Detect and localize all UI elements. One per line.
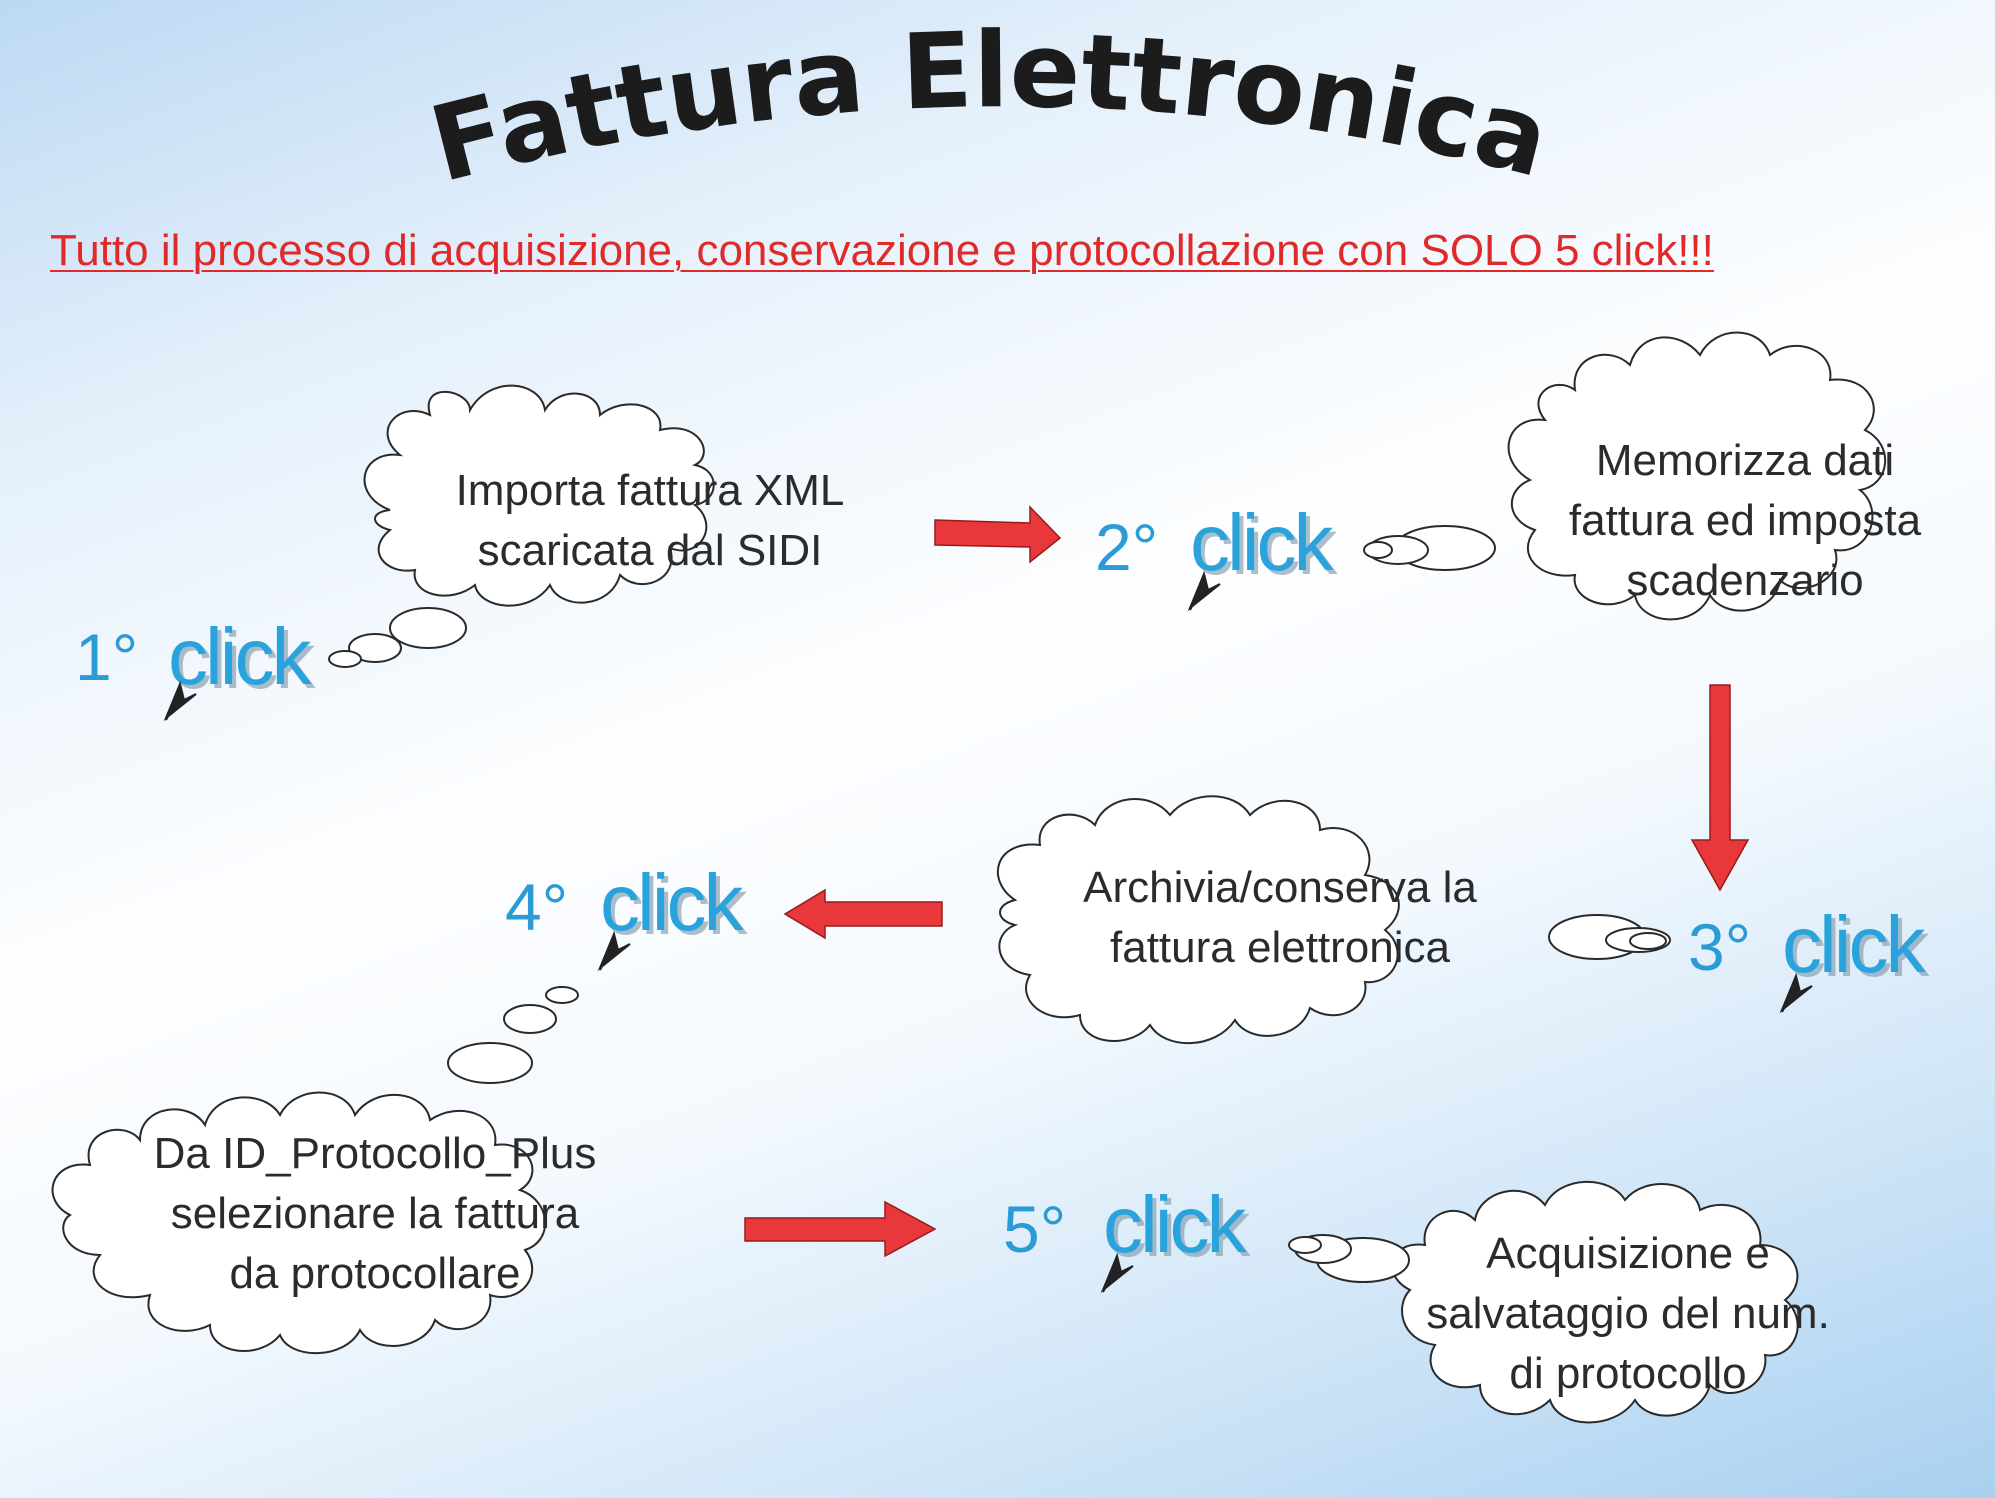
cloud-1-line-1: Importa fattura XML xyxy=(456,466,845,515)
cloud-5-line-3: di protocollo xyxy=(1509,1349,1746,1398)
click-number-5: 5° xyxy=(1003,1192,1066,1266)
click-word-3: click xyxy=(1782,900,1927,989)
arrow-left-step-3-to-4 xyxy=(783,888,943,940)
click-shadow-3: click xyxy=(1786,904,1931,993)
cursor-icon xyxy=(597,930,631,972)
cloud-2-line-2: fattura ed imposta xyxy=(1569,496,1922,545)
click-step-3: 3° click click xyxy=(1688,900,1934,1014)
click-shadow-2: click xyxy=(1194,502,1339,591)
cloud-step-5: Acquisizione e salvataggio del num. di p… xyxy=(1288,1180,1830,1424)
click-number-2: 2° xyxy=(1095,510,1158,584)
click-step-5: 5° click click xyxy=(1003,1180,1255,1294)
click-step-1: 1° click click xyxy=(75,612,320,722)
cloud-5-line-2: salvataggio del num. xyxy=(1426,1289,1830,1338)
click-shadow-5: click xyxy=(1107,1184,1252,1273)
cursor-icon xyxy=(163,680,197,722)
click-word-5: click xyxy=(1103,1180,1248,1269)
cloud-step-3: Archivia/conserva la fattura elettronica xyxy=(996,795,1671,1045)
click-shadow-4: click xyxy=(604,862,749,951)
cloud-2-line-3: scadenzario xyxy=(1626,556,1863,605)
click-word-2: click xyxy=(1190,498,1335,587)
click-number-3: 3° xyxy=(1688,910,1751,984)
page-title-path: Fattura Elettronica xyxy=(419,9,1561,206)
arrow-down-step-2-to-3 xyxy=(1690,684,1750,892)
cloud-4-line-1: Da ID_Protocollo_Plus xyxy=(154,1129,597,1178)
click-step-2: 2° click click xyxy=(1095,498,1342,612)
cloud-1-line-2: scaricata dal SIDI xyxy=(478,526,823,575)
cloud-step-4: Da ID_Protocollo_Plus selezionare la fat… xyxy=(51,986,597,1355)
cloud-5-line-1: Acquisizione e xyxy=(1486,1229,1770,1278)
page-title: Fattura Elettronica xyxy=(419,9,1561,206)
click-shadow-1: click xyxy=(172,616,317,705)
click-step-4: 4° click click xyxy=(505,858,752,972)
click-word-4: click xyxy=(600,858,745,947)
cloud-step-1: Importa fattura XML scaricata dal SIDI xyxy=(328,384,845,668)
click-number-4: 4° xyxy=(505,870,568,944)
cursor-icon xyxy=(1779,972,1813,1014)
click-word-1: click xyxy=(168,612,313,701)
cloud-2-line-1: Memorizza dati xyxy=(1596,436,1894,485)
cursor-icon xyxy=(1187,570,1221,612)
cloud-3-line-2: fattura elettronica xyxy=(1110,923,1450,972)
cloud-4-line-2: selezionare la fattura xyxy=(171,1189,580,1238)
arrow-right-step-1-to-2 xyxy=(934,505,1062,564)
cloud-4-line-3: da protocollare xyxy=(229,1249,520,1298)
cursor-icon xyxy=(1100,1252,1134,1294)
cloud-3-line-1: Archivia/conserva la xyxy=(1083,863,1477,912)
click-number-1: 1° xyxy=(75,620,138,694)
arrow-right-step-4-to-5 xyxy=(744,1200,937,1258)
subtitle: Tutto il processo di acquisizione, conse… xyxy=(50,226,1714,275)
cloud-step-2: Memorizza dati fattura ed imposta scaden… xyxy=(1363,331,1922,621)
